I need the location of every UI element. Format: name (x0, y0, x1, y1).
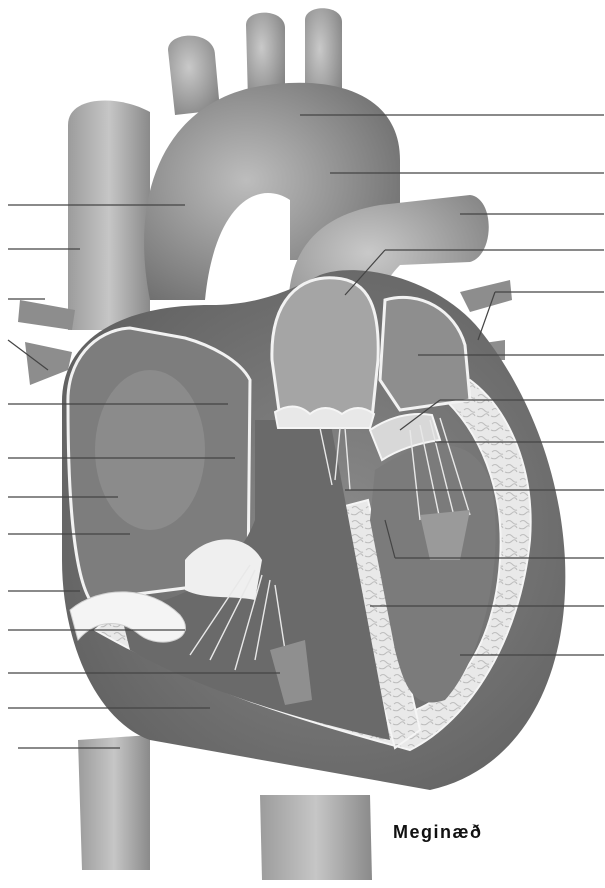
inferior-vena-cava (78, 735, 150, 870)
aortic-root (272, 278, 378, 418)
aortic-valve (275, 406, 374, 428)
pulmonary-veins-right (18, 300, 75, 385)
superior-vena-cava (68, 101, 150, 330)
aorta-label: Meginæð (393, 822, 483, 843)
descending-aorta (260, 795, 372, 880)
